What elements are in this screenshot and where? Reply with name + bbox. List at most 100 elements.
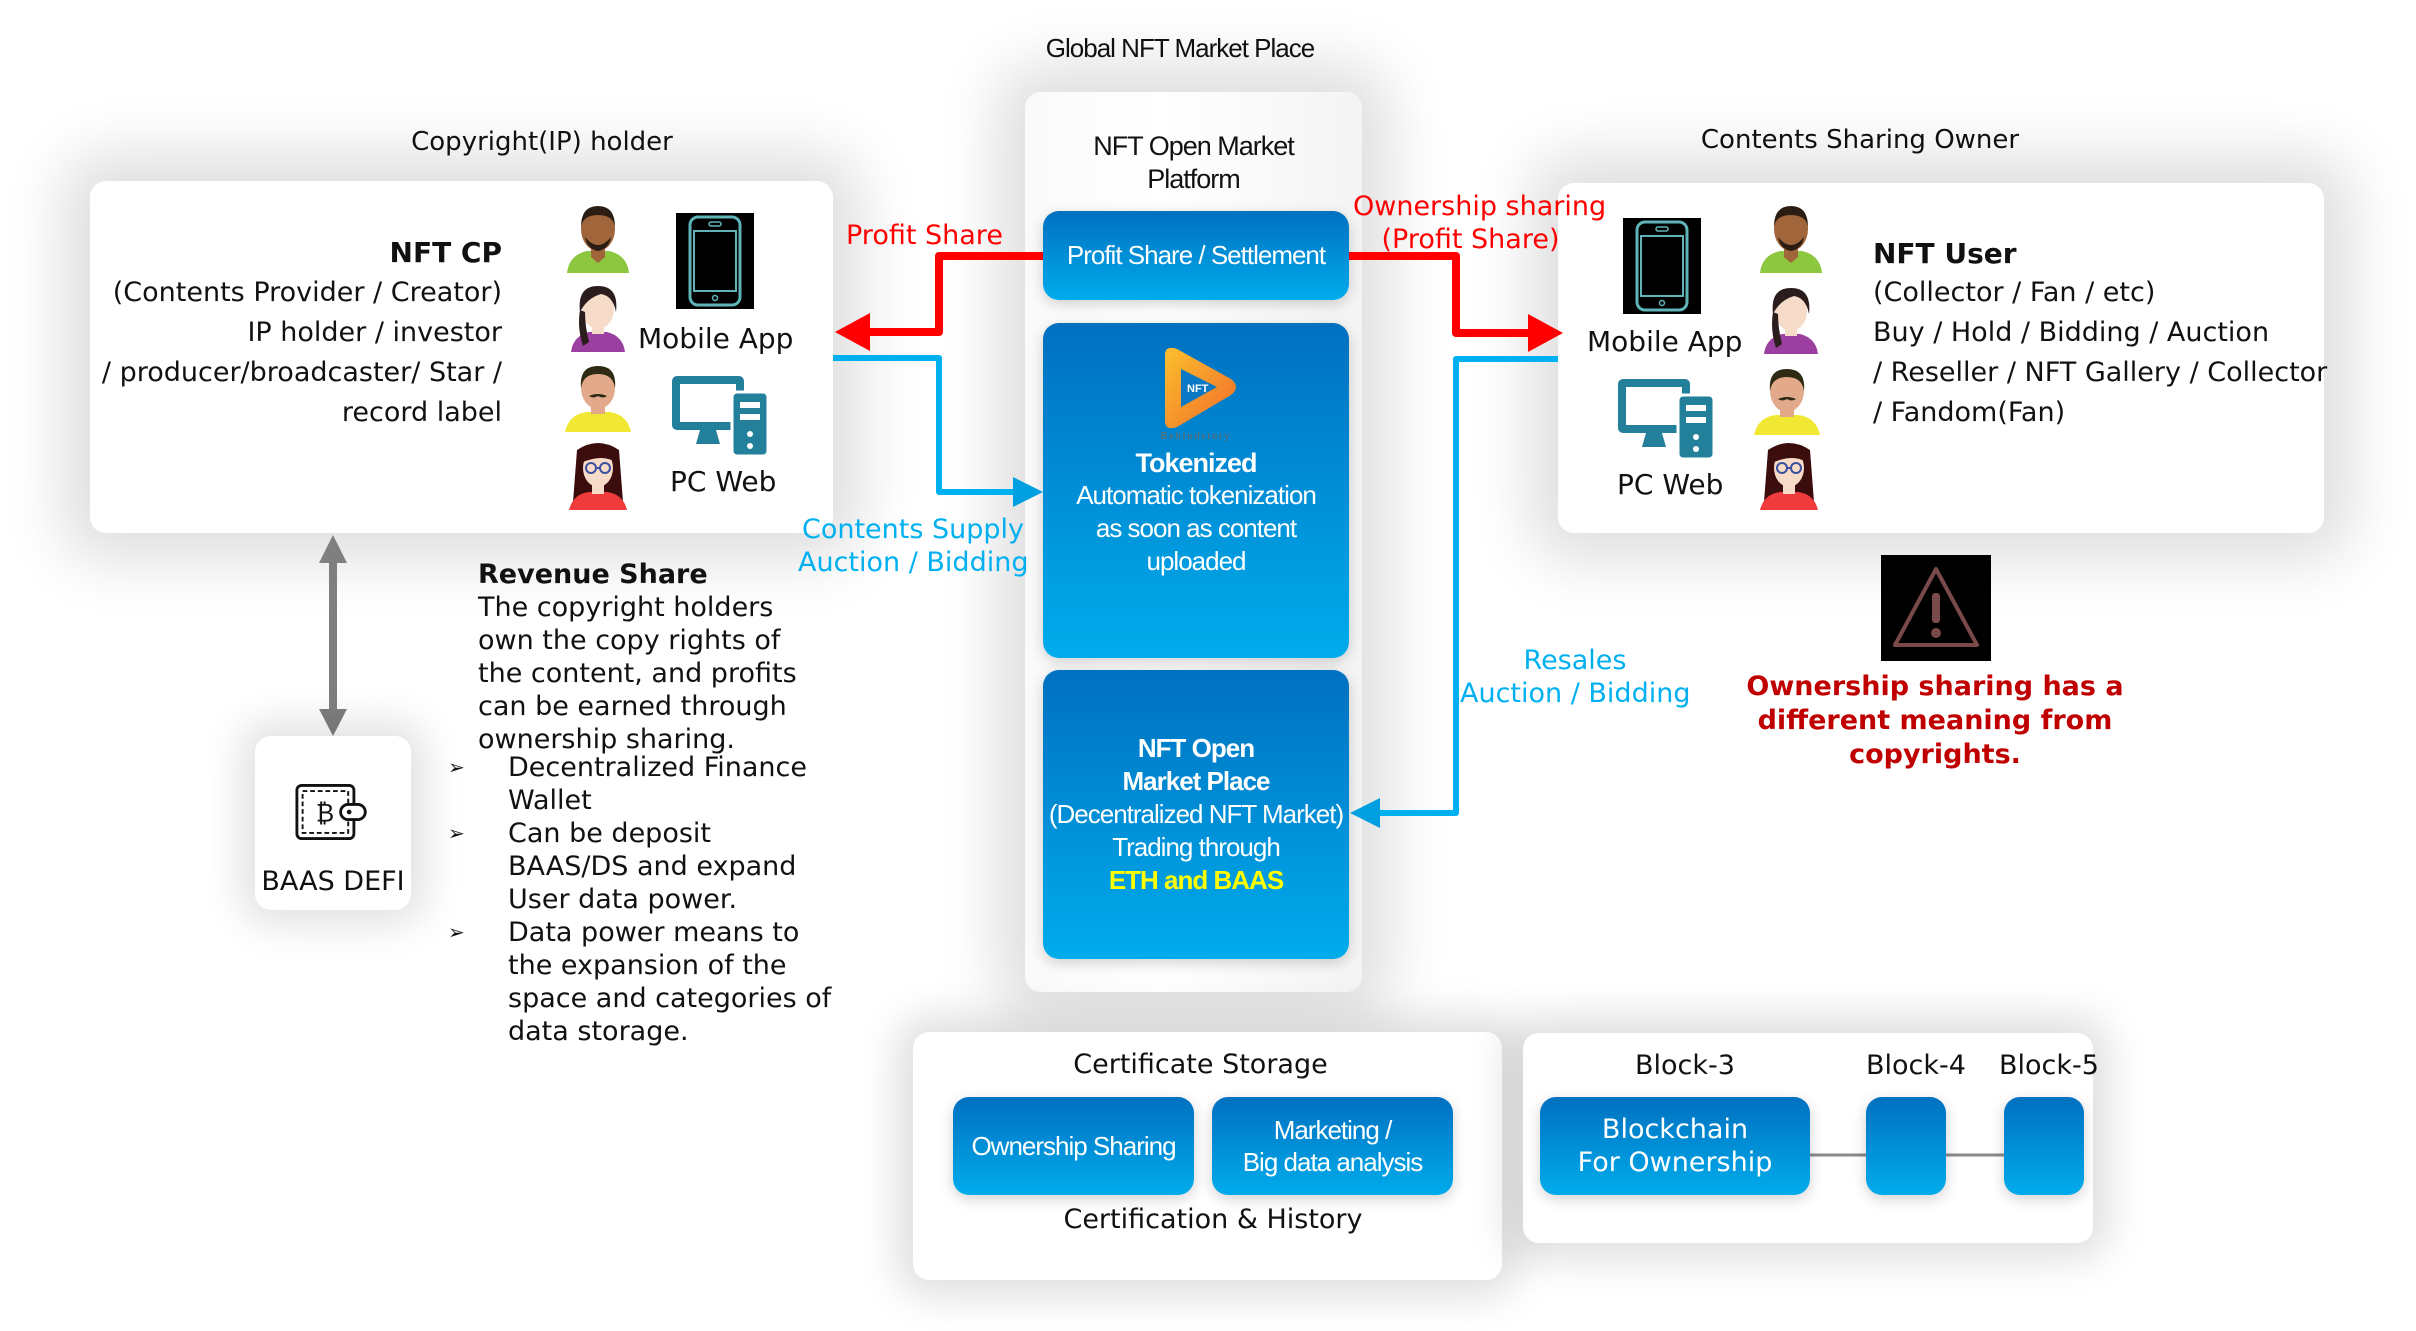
warning-line: copyrights. [1849,739,2021,770]
block4-label: Block-4 [1866,1050,1966,1081]
bullet-line: the expansion of the [508,950,787,981]
ownership-sharing-arrow [1349,252,1528,337]
revenue-bullet-list: ➢ Decentralized Finance Wallet ➢ Can be … [448,751,848,1048]
bullet-item: ➢ Data power means to the expansion of t… [448,916,848,1048]
marketing-big-data-box[interactable]: Marketing / Big data analysis [1212,1097,1453,1195]
bullet-line: space and categories of [508,983,832,1014]
nft-cp-description: (Contents Provider / Creator) IP holder … [100,273,502,433]
market-heading-line2: Market Place [1122,766,1271,796]
right-pc-computer-icon [1618,379,1716,459]
bullet-item: ➢ Can be deposit BAAS/DS and expand User… [448,817,848,916]
revenue-arrowhead-up [319,535,347,563]
tokenized-line: uploaded [1146,546,1247,576]
block3-box[interactable]: Blockchain For Ownership [1540,1097,1810,1195]
bullet-line: Data power means to [508,917,800,948]
nft-cp-line: / producer/broadcaster/ Star / [101,357,502,388]
warning-line: different meaning from [1757,705,2113,736]
resales-label: Resales Auction / Bidding [1460,644,1690,710]
tokenized-line: as soon as content [1095,513,1297,543]
resales-line1: Resales [1523,645,1627,676]
left-mobile-app-label: Mobile App [638,322,794,355]
block4-box[interactable] [1866,1097,1946,1195]
ownership-sharing-box[interactable]: Ownership Sharing [953,1097,1194,1195]
bullet-line: User data power. [508,884,738,915]
baas-defi-box[interactable] [255,736,411,910]
contents-supply-line2: Auction / Bidding [798,547,1029,578]
nft-user-heading: NFT User [1873,237,2017,270]
tokenized-heading: Tokenized [1135,448,1257,478]
contents-supply-arrow [833,355,1013,495]
block3-line2: For Ownership [1577,1147,1773,1178]
nft-user-line: (Collector / Fan / etc) [1873,277,2156,308]
block5-box[interactable] [2004,1097,2084,1195]
nft-user-line: / Fandom(Fan) [1873,397,2066,428]
market-heading-line1: NFT Open [1137,733,1255,763]
nft-cp-heading: NFT CP [389,236,502,269]
nft-cp-line: (Contents Provider / Creator) [112,277,502,308]
logo-caption: Behindstory [1160,431,1232,442]
marketing-line2: Big data analysis [1242,1147,1424,1177]
right-section-title: Contents Sharing Owner [1700,125,2020,155]
ownership-sharing-line1: Ownership sharing [1353,191,1607,222]
avatar-man-mustache-icon [565,366,631,432]
bullet-arrow-icon: ➢ [448,755,465,779]
certification-history-label: Certification & History [1063,1204,1363,1235]
tokenized-box[interactable]: NFT Behindstory Tokenized Automatic toke… [1043,323,1349,658]
resales-line2: Auction / Bidding [1460,678,1691,709]
profit-share-settlement-label: Profit Share / Settlement [1066,240,1326,270]
right-avatar-woman-braid-icon [1764,288,1818,354]
profit-share-settlement-box[interactable]: Profit Share / Settlement [1043,211,1349,300]
left-section-title: Copyright(IP) holder [411,127,673,157]
avatar-man-beard-icon [567,206,629,273]
block5-label: Block-5 [1999,1050,2099,1081]
right-avatar-man-beard-icon [1760,206,1822,273]
profit-share-arrowhead [835,313,870,351]
market-line2: Trading through [1112,832,1281,862]
bitcoin-wallet-icon: ₿ [295,783,367,841]
revenue-body-line: The copyright holders [478,592,774,623]
marketing-line1: Marketing / [1273,1115,1393,1145]
bullet-line: Decentralized Finance [508,752,808,783]
avatar-woman-braid-icon [571,286,625,352]
profit-share-label: Profit Share [846,220,1003,251]
contents-supply-line1: Contents Supply [801,514,1025,545]
logo-nft-text: NFT [1187,383,1209,395]
bullet-line: Wallet [508,785,592,816]
mobile-phone-icon [676,213,754,309]
bullet-arrow-icon: ➢ [448,821,465,845]
warning-icon [1881,555,1991,661]
warning-line: Ownership sharing has a [1746,671,2124,702]
platform-title-line2: Platform [1147,164,1241,194]
right-mobile-phone-icon [1623,218,1701,314]
left-pc-web-label: PC Web [670,465,777,498]
baas-defi-label: BAAS DEFI [261,866,405,897]
market-highlight: ETH and BAAS [1108,865,1284,895]
platform-title-line1: NFT Open Market [1093,131,1295,161]
market-line1: (Decentralized NFT Market) [1048,799,1344,829]
revenue-share-heading: Revenue Share [478,559,708,590]
bullet-item: ➢ Decentralized Finance Wallet [448,751,848,817]
nft-cp-line: record label [341,397,502,428]
bullet-line: data storage. [508,1016,689,1047]
revenue-arrowhead-down [319,709,347,736]
pc-computer-icon [672,376,770,456]
right-mobile-app-label: Mobile App [1587,325,1743,358]
center-section-title: Global NFT Market Place [1045,33,1315,63]
profit-share-arrow [870,252,1043,336]
tokenized-line: Automatic tokenization [1076,480,1317,510]
certificate-storage-title: Certificate Storage [1073,1049,1328,1080]
warning-text: Ownership sharing has a different meanin… [1740,670,2130,772]
right-avatar-man-mustache-icon [1754,369,1820,435]
contents-supply-label: Contents Supply Auction / Bidding [798,513,1028,579]
ownership-sharing-label: Ownership sharing (Profit Share) [1353,190,1607,256]
right-pc-web-label: PC Web [1617,468,1724,501]
ownership-sharing-box-label: Ownership Sharing [971,1130,1176,1161]
nft-play-logo-icon: NFT [1165,347,1236,429]
nft-user-description: (Collector / Fan / etc) Buy / Hold / Bid… [1873,273,2327,433]
avatar-woman-glasses-icon [569,443,627,510]
revenue-body-line: the content, and profits [478,658,797,689]
revenue-body-line: ownership sharing. [478,724,735,755]
bitcoin-symbol: ₿ [316,799,334,828]
nft-open-market-place-box[interactable]: NFT Open Market Place (Decentralized NFT… [1043,670,1349,959]
right-avatar-woman-glasses-icon [1760,443,1818,510]
